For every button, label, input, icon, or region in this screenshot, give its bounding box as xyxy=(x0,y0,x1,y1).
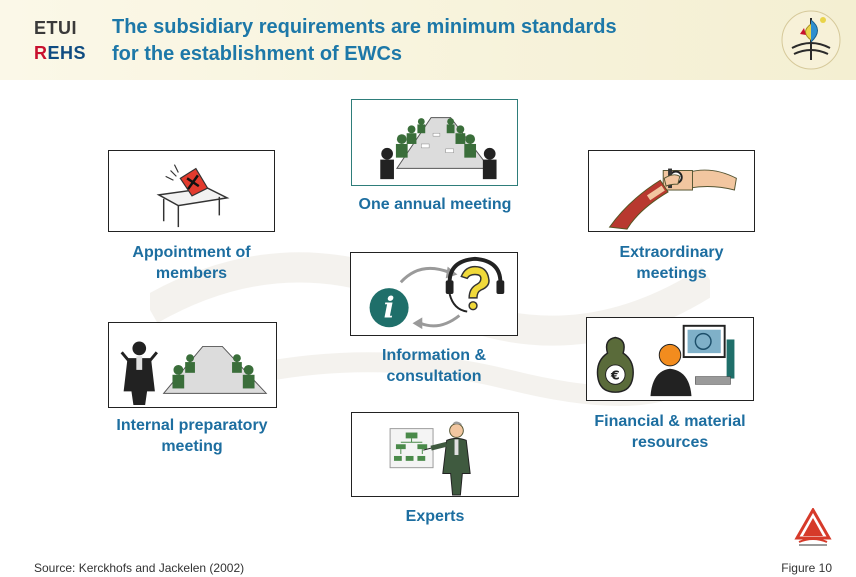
rehs-logo: REHS xyxy=(34,43,87,63)
money-bag-icon: € xyxy=(596,324,735,397)
svg-text:i: i xyxy=(384,290,395,324)
slide-title: The subsidiary requirements are minimum … xyxy=(112,16,617,65)
wristwatch-icon xyxy=(608,168,737,230)
appointment-image xyxy=(108,150,275,232)
information-image: i xyxy=(350,252,518,336)
source-citation: Source: Kerckhofs and Jackelen (2002) xyxy=(34,561,245,575)
internal-meeting-image xyxy=(108,322,277,408)
internal-meeting-label: Internal preparatory meeting xyxy=(116,417,268,455)
annual-meeting-image xyxy=(351,99,518,186)
meeting-table-icon xyxy=(120,341,268,406)
emblem-icon xyxy=(781,10,841,70)
financial-label: Financial & material resources xyxy=(594,413,746,451)
svg-text:€: € xyxy=(610,368,620,383)
meeting-table-icon xyxy=(380,117,497,180)
slide-header: ETUI REHS The subsidiary requirements ar… xyxy=(0,0,856,80)
figure-number: Figure 10 xyxy=(781,561,832,575)
ituc-logo-icon xyxy=(794,508,832,546)
experts-label: Experts xyxy=(405,508,465,525)
information-label: Information & consultation xyxy=(382,347,486,385)
appointment-label: Appointment of members xyxy=(132,244,251,282)
extraordinary-image xyxy=(588,150,755,232)
annual-meeting-label: One annual meeting xyxy=(358,196,512,213)
ballot-box-icon xyxy=(156,164,230,228)
experts-image xyxy=(351,412,519,497)
presenter-icon xyxy=(389,421,471,496)
extraordinary-label: Extraordinary meetings xyxy=(619,244,724,282)
etui-logo: ETUI xyxy=(34,18,78,38)
financial-image: € xyxy=(586,317,754,401)
info-consult-icon: i xyxy=(369,256,505,330)
